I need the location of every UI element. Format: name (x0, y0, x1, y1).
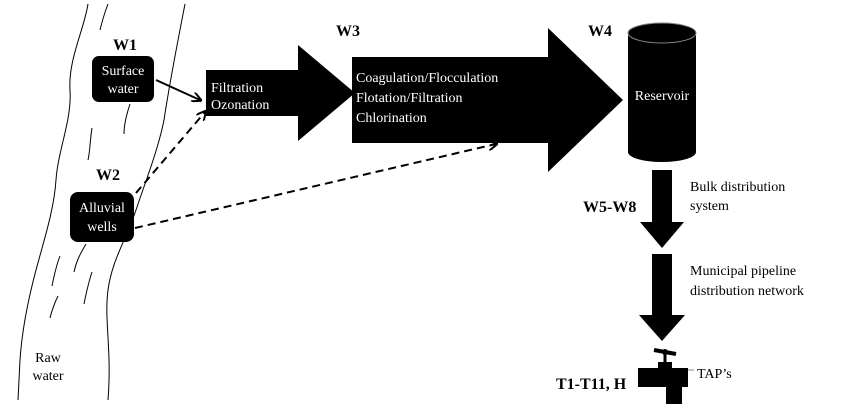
tap-label: TAP’s (697, 367, 732, 382)
river-ripple (49, 295, 59, 319)
coagulation-label: Coagulation/Flocculation (356, 71, 498, 86)
surface-water-box: Surface water (92, 56, 154, 102)
river-left-bank (17, 3, 89, 401)
station-label-taps: T1-T11, H (556, 376, 627, 393)
river-ripple (83, 271, 93, 305)
bulk-distribution-label-2: system (690, 199, 729, 214)
ozonation-label: Ozonation (211, 98, 269, 113)
surface-water-label-2: water (107, 82, 138, 97)
municipal-network-label-2: distribution network (690, 284, 804, 299)
bulk-distribution-arrow (640, 170, 684, 248)
tap-icon (638, 348, 694, 404)
river-ripple (99, 3, 109, 31)
reservoir-cylinder: Reservoir (627, 22, 697, 162)
flotation-label: Flotation/Filtration (356, 91, 463, 106)
station-label-w5-w8: W5-W8 (583, 199, 636, 216)
wells-to-treatment2-dashed-arrow (134, 144, 496, 229)
station-label-w3: W3 (336, 23, 360, 40)
treatment-arrow-2: Coagulation/Flocculation Flotation/Filtr… (352, 28, 623, 172)
station-label-w2: W2 (96, 167, 120, 184)
treatment-arrow-1: Filtration Ozonation (206, 45, 355, 141)
wells-to-treatment-dashed-arrow (135, 112, 205, 194)
river-ripple (51, 255, 61, 287)
station-label-w1: W1 (113, 37, 137, 54)
raw-water-label-1: Raw (35, 351, 62, 366)
municipal-network-label-1: Municipal pipeline (690, 264, 796, 279)
chlorination-label: Chlorination (356, 111, 427, 126)
alluvial-wells-label-1: Alluvial (79, 201, 125, 216)
station-label-w4: W4 (588, 23, 612, 40)
alluvial-wells-box: Alluvial wells (70, 192, 134, 242)
river-ripple (73, 243, 87, 273)
municipal-distribution-arrow (639, 254, 685, 341)
river-ripple (123, 103, 131, 135)
bulk-distribution-label-1: Bulk distribution (690, 180, 785, 195)
surface-to-treatment-arrow (155, 79, 200, 100)
filtration-label: Filtration (211, 81, 263, 96)
raw-water-label-2: water (32, 369, 63, 384)
river-right-bank (106, 3, 186, 401)
river-outline (17, 3, 186, 401)
reservoir-label: Reservoir (635, 89, 690, 104)
surface-water-label-1: Surface (102, 64, 145, 79)
river-ripple (87, 127, 93, 161)
alluvial-wells-label-2: wells (87, 220, 117, 235)
